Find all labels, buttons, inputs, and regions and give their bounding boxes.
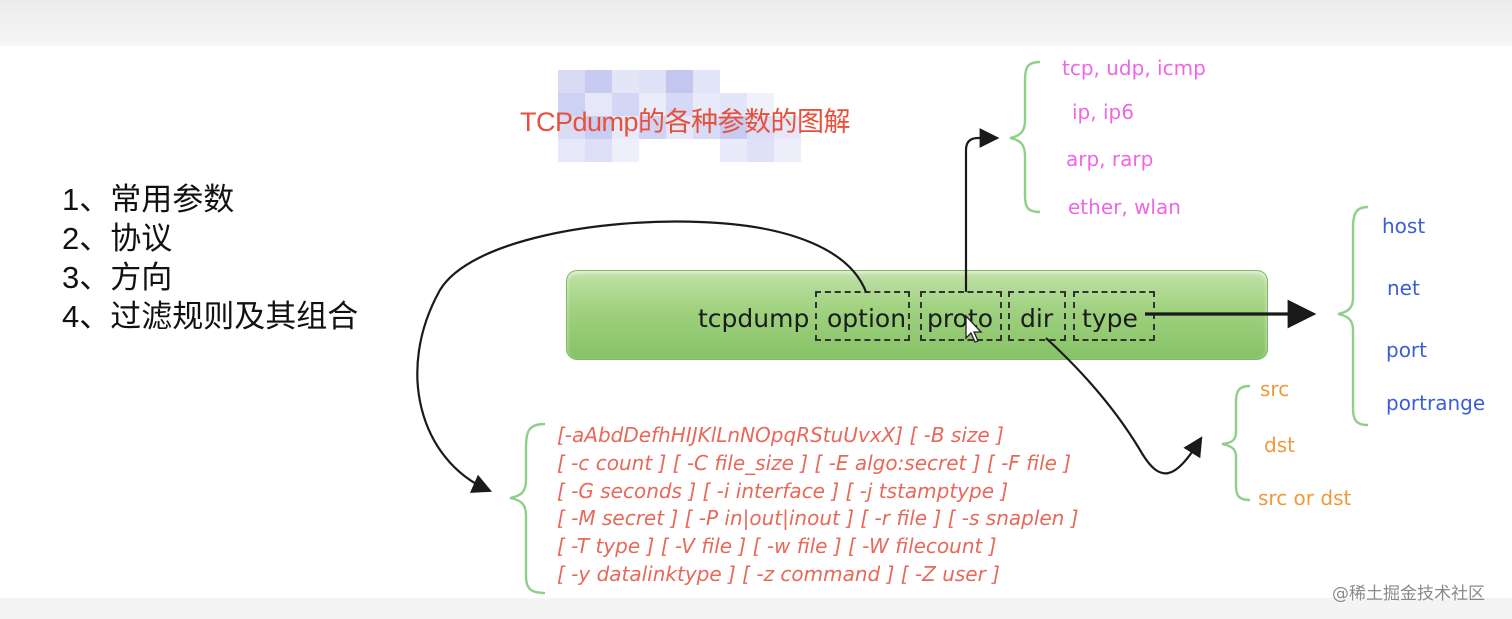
- outline-item: 4、过滤规则及其组合: [62, 299, 359, 334]
- proto-box: [920, 291, 1002, 341]
- proto-arrow: [964, 128, 1000, 292]
- command-part-type: type: [1082, 304, 1138, 333]
- dir-value: src or dst: [1258, 486, 1352, 510]
- blurred-mosaic: [558, 70, 806, 162]
- type-brace: [1337, 205, 1369, 427]
- topic-outline: 1、常用参数 2、协议 3、方向 4、过滤规则及其组合: [62, 180, 358, 336]
- proto-value: ether, wlan: [1068, 195, 1181, 219]
- option-line: [ -M secret ] [ -P in|out|inout ] [ -r f…: [557, 506, 1079, 531]
- cursor-icon: [965, 314, 983, 343]
- command-part-option: option: [827, 304, 907, 333]
- option-box: [815, 291, 910, 341]
- dir-brace: [1221, 384, 1251, 502]
- dir-box: [1008, 291, 1066, 341]
- top-bar: [0, 0, 1512, 46]
- dir-value: src: [1260, 377, 1290, 401]
- proto-value: arp, rarp: [1066, 147, 1154, 171]
- type-value: portrange: [1386, 391, 1486, 415]
- outline-item: 2、协议: [62, 221, 173, 256]
- type-box: [1073, 291, 1155, 341]
- type-value: host: [1382, 214, 1426, 238]
- option-line: [ -T type ] [ -V file ] [ -w file ] [ -W…: [557, 534, 997, 559]
- bottom-bar: [0, 598, 1512, 619]
- option-line: [ -y datalinktype ] [ -z command ] [ -Z …: [557, 561, 1000, 586]
- dir-arrow: [1045, 337, 1203, 475]
- option-line: [ -G seconds ] [ -i interface ] [ -j tst…: [557, 478, 1009, 503]
- command-bar: [566, 270, 1268, 360]
- option-line: [ -c count ] [ -C file_size ] [ -E algo:…: [557, 450, 1072, 475]
- dir-value: dst: [1264, 433, 1295, 457]
- option-brace: [509, 422, 546, 595]
- option-line: [-aAbdDefhHIJKlLnNOpqRStuUvxX] [ -B size…: [557, 423, 1004, 447]
- type-value: port: [1386, 338, 1427, 362]
- type-value: net: [1387, 276, 1420, 300]
- command-part-dir: dir: [1020, 304, 1054, 333]
- proto-value: ip, ip6: [1072, 100, 1134, 124]
- option-list: [-aAbdDefhHIJKlLnNOpqRStuUvxX] [ -B size…: [557, 422, 1079, 589]
- proto-brace: [1009, 60, 1041, 214]
- outline-item: 1、常用参数: [62, 182, 235, 217]
- option-arrow: [416, 220, 868, 493]
- diagram-title: TCPdump的各种参数的图解: [520, 107, 851, 137]
- watermark: @稀土掘金技术社区: [1332, 584, 1485, 604]
- proto-value: tcp, udp, icmp: [1062, 56, 1206, 80]
- outline-item: 3、方向: [62, 260, 173, 295]
- command-part-proto: proto: [927, 304, 993, 333]
- command-program: tcpdump: [698, 304, 810, 333]
